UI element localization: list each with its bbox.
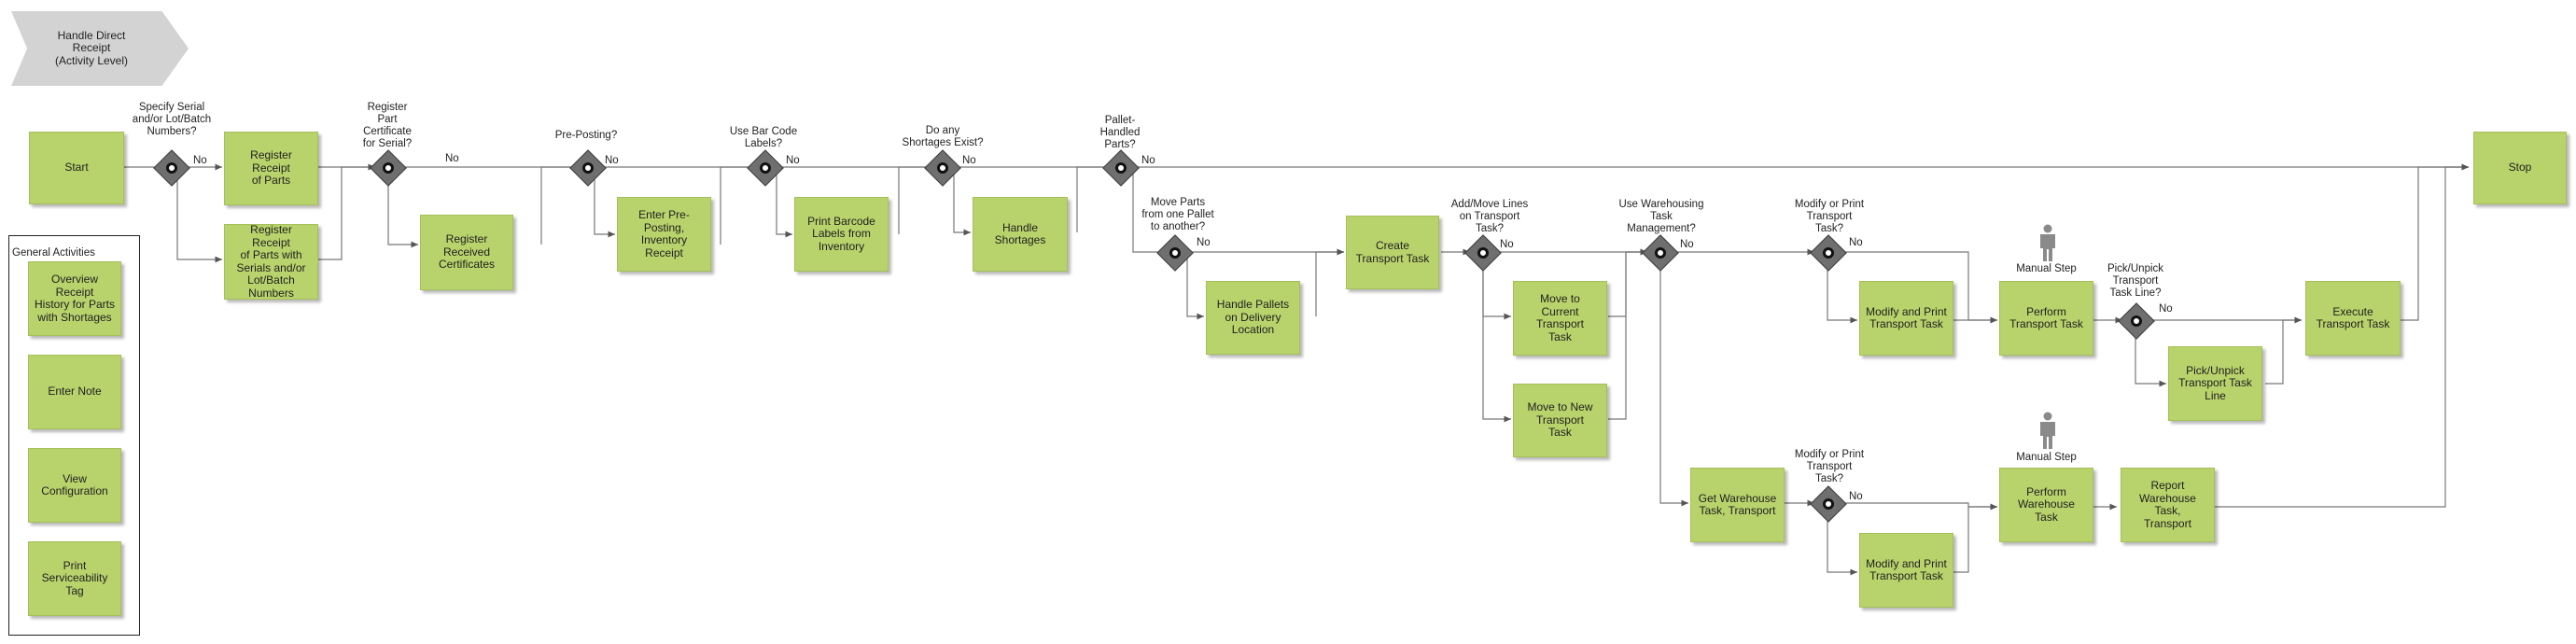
register-receipt-activity[interactable]: Register Receipt of Parts bbox=[224, 132, 318, 205]
gateway-label: Add/Move Lines on Transport Task? bbox=[1450, 199, 1529, 234]
no-label: No bbox=[962, 155, 976, 166]
get-warehouse-task-activity[interactable]: Get Warehouse Task, Transport bbox=[1690, 468, 1785, 542]
gateway-label: Move Parts from one Pallet to another? bbox=[1141, 197, 1214, 232]
create-transport-task-activity[interactable]: Create Transport Task bbox=[1346, 216, 1439, 289]
modify-print-transport-activity[interactable]: Modify and Print Transport Task bbox=[1859, 281, 1953, 356]
register-certificates-activity[interactable]: Register Received Certificates bbox=[420, 215, 513, 290]
pick-unpick-line-activity[interactable]: Pick/Unpick Transport Task Line bbox=[2168, 346, 2262, 421]
person-icon bbox=[2040, 224, 2055, 261]
no-label: No bbox=[445, 153, 459, 164]
gateway-label: Use Warehousing Task Management? bbox=[1618, 199, 1704, 234]
process-title: Handle Direct Receipt (Activity Level) bbox=[54, 28, 129, 67]
gateway-label: Specify Serial and/or Lot/Batch Numbers? bbox=[132, 102, 212, 137]
no-label: No bbox=[1680, 239, 1694, 250]
no-label: No bbox=[1849, 237, 1863, 248]
person-icon bbox=[2040, 412, 2055, 449]
gateway-label: Pallet- Handled Parts? bbox=[1099, 115, 1141, 150]
view-configuration-activity[interactable]: View Configuration bbox=[28, 448, 121, 523]
handle-pallets-activity[interactable]: Handle Pallets on Delivery Location bbox=[1206, 281, 1300, 355]
no-label: No bbox=[1849, 491, 1863, 502]
general-activities-panel: General Activities Overview Receipt Hist… bbox=[8, 235, 140, 636]
move-new-activity[interactable]: Move to New Transport Task bbox=[1513, 384, 1607, 457]
print-barcode-activity[interactable]: Print Barcode Labels from Inventory bbox=[794, 197, 889, 272]
process-title-shape: Handle Direct Receipt (Activity Level) bbox=[11, 11, 189, 86]
manual-step-label: Manual Step bbox=[2016, 452, 2077, 463]
print-serviceability-tag-activity[interactable]: Print Serviceability Tag bbox=[28, 541, 121, 616]
execute-transport-task-activity[interactable]: Execute Transport Task bbox=[2305, 281, 2401, 356]
general-activities-title: General Activities bbox=[12, 247, 95, 259]
perform-transport-task-activity[interactable]: Perform Transport Task bbox=[1999, 281, 2093, 356]
modify-print-transport-activity-2[interactable]: Modify and Print Transport Task bbox=[1859, 533, 1953, 608]
no-label: No bbox=[193, 155, 207, 166]
enter-note-activity[interactable]: Enter Note bbox=[28, 355, 121, 429]
no-label: No bbox=[1141, 155, 1155, 166]
no-label: No bbox=[1197, 237, 1211, 248]
no-label: No bbox=[786, 155, 800, 166]
manual-step-label: Manual Step bbox=[2016, 263, 2077, 274]
handle-shortages-activity[interactable]: Handle Shortages bbox=[973, 197, 1068, 272]
gateway-label: Modify or Print Transport Task? bbox=[1794, 199, 1865, 234]
gateway-label: Pick/Unpick Transport Task Line? bbox=[2107, 263, 2164, 299]
perform-warehouse-task-activity[interactable]: Perform Warehouse Task bbox=[1999, 468, 2093, 542]
stop-event[interactable]: Stop bbox=[2473, 132, 2567, 204]
gateway-label: Pre-Posting? bbox=[554, 130, 618, 141]
enter-preposting-activity[interactable]: Enter Pre- Posting, Inventory Receipt bbox=[617, 197, 711, 272]
no-label: No bbox=[605, 155, 619, 166]
gateway-label: Do any Shortages Exist? bbox=[902, 125, 984, 148]
gateway-label: Register Part Certificate for Serial? bbox=[362, 102, 413, 149]
no-label: No bbox=[1500, 239, 1514, 250]
no-label: No bbox=[2159, 303, 2173, 315]
gateway-label: Use Bar Code Labels? bbox=[729, 126, 798, 149]
register-receipt-serials-activity[interactable]: Register Receipt of Parts with Serials a… bbox=[224, 223, 318, 300]
gateway-label: Modify or Print Transport Task? bbox=[1794, 449, 1865, 484]
report-warehouse-task-activity[interactable]: Report Warehouse Task, Transport bbox=[2121, 468, 2215, 542]
start-event[interactable]: Start bbox=[29, 132, 124, 204]
move-current-activity[interactable]: Move to Current Transport Task bbox=[1513, 281, 1607, 356]
overview-receipt-history-activity[interactable]: Overview Receipt History for Parts with … bbox=[28, 261, 121, 336]
